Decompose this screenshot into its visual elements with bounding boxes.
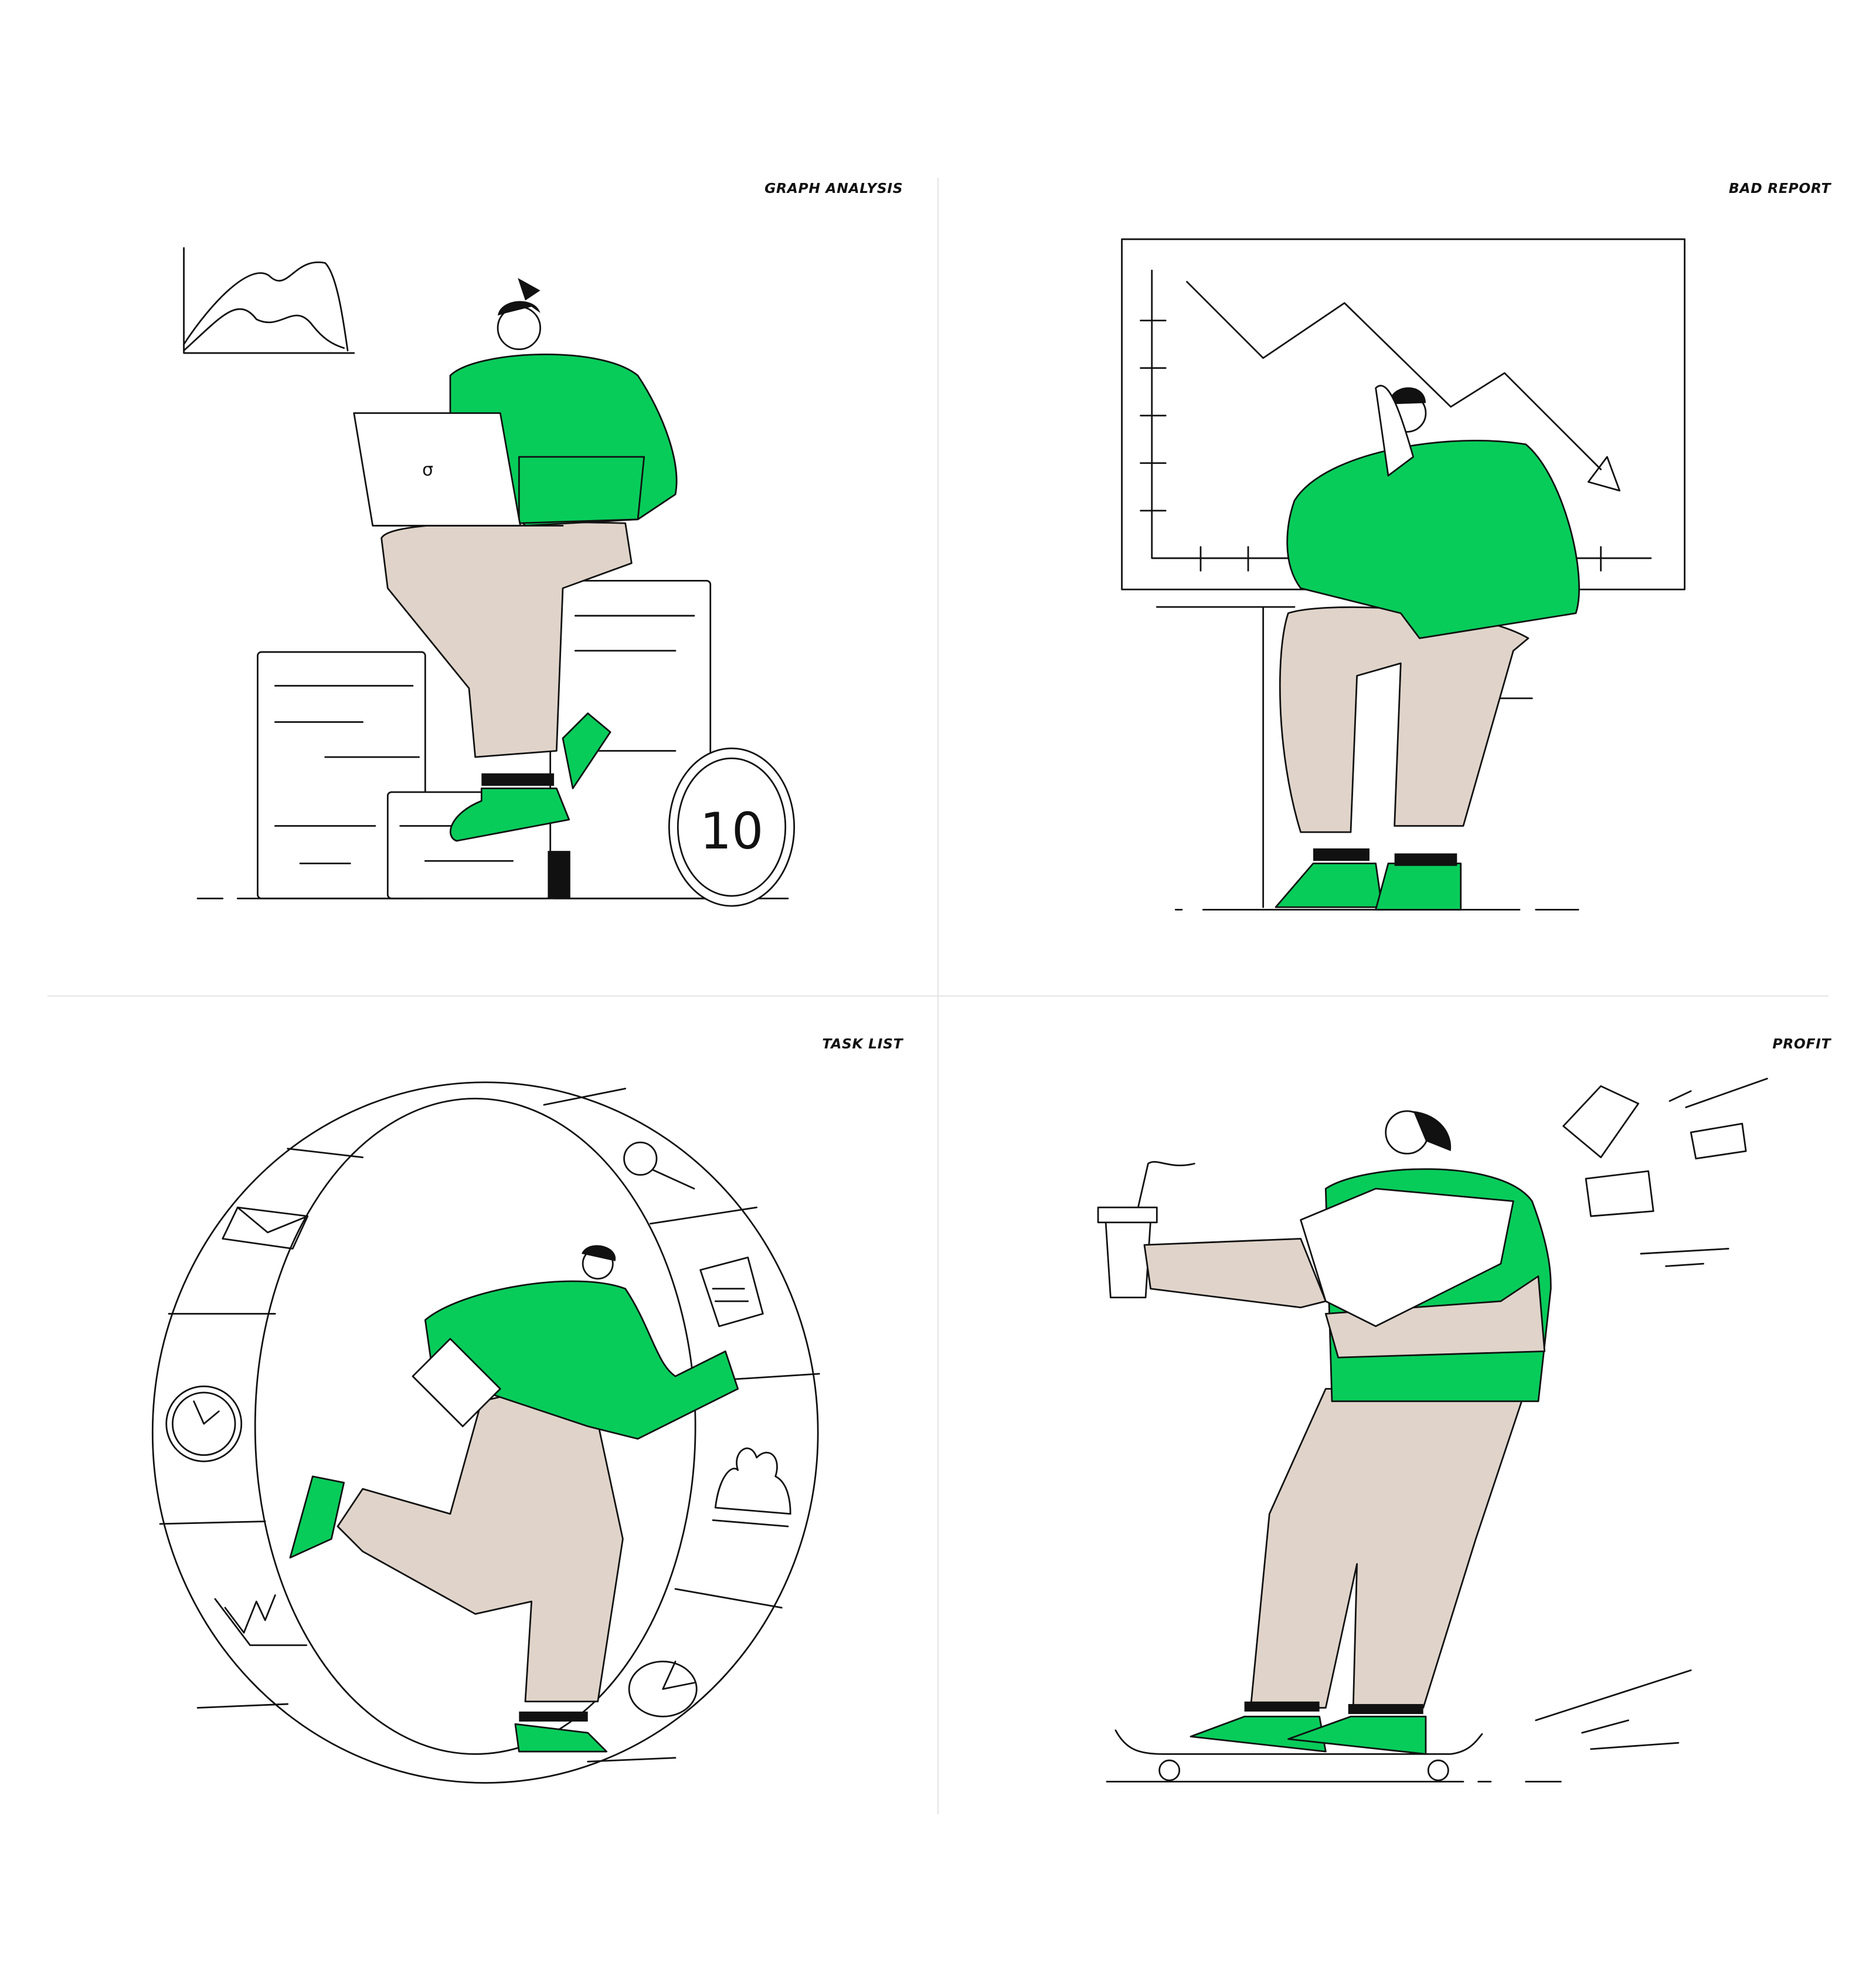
- laptop-logo-icon: σ: [422, 460, 433, 480]
- clock-icon: [165, 1385, 243, 1462]
- person-on-skateboard: [1143, 1110, 1552, 1755]
- flying-banknotes: [1535, 1078, 1768, 1750]
- chart-icon: [214, 1594, 308, 1647]
- coin: 10: [668, 747, 796, 907]
- banknote-icon: [1690, 1122, 1747, 1160]
- coffee-cup-icon: [1097, 1161, 1195, 1299]
- envelope-icon: [222, 1206, 309, 1250]
- documents-icon: [699, 1257, 764, 1328]
- panel-title: TASK LIST: [822, 1036, 903, 1052]
- panel-title: PROFIT: [1772, 1036, 1831, 1052]
- panel-title: GRAPH ANALYSIS: [764, 180, 903, 196]
- panel-title: BAD REPORT: [1729, 180, 1832, 196]
- banknote-icon: [1585, 1170, 1654, 1217]
- sad-person: [1275, 385, 1580, 911]
- panel-task-list: TASK LIST: [151, 1036, 903, 1784]
- pie-chart-icon: [628, 1661, 698, 1717]
- panel-profit: PROFIT: [1097, 1036, 1831, 1783]
- magnifier-icon: [623, 1141, 695, 1190]
- people-icon: [712, 1447, 791, 1527]
- person-with-laptop: σ: [353, 278, 678, 842]
- hamster-wheel: [151, 1081, 820, 1784]
- running-person: [289, 1245, 739, 1753]
- coin-value: 10: [700, 803, 764, 861]
- panel-bad-report: BAD REPORT: [1121, 180, 1832, 911]
- mini-chart-icon: [183, 247, 355, 354]
- banknote-icon: [1562, 1085, 1640, 1159]
- skateboard: [1114, 1729, 1483, 1781]
- task-icons: [165, 1141, 791, 1717]
- panel-graph-analysis: GRAPH ANALYSIS 10 σ: [183, 180, 903, 907]
